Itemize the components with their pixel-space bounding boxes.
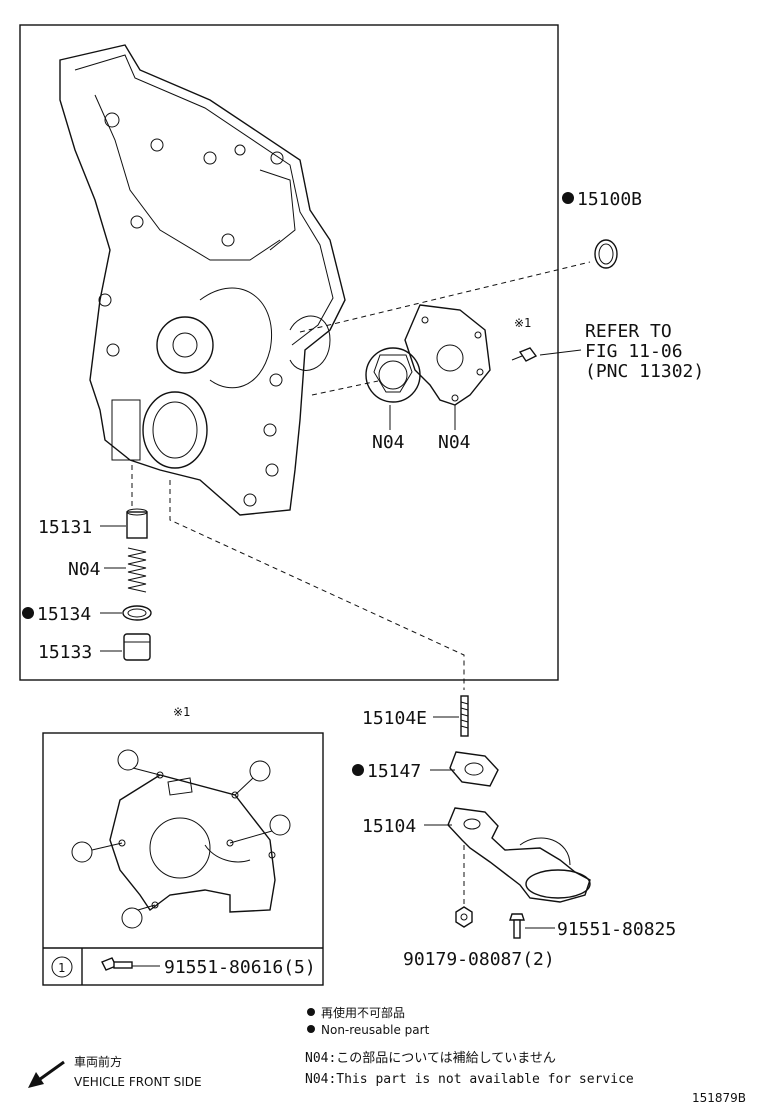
legend-bullet-jp (307, 1008, 315, 1016)
label-15104: 15104 (362, 816, 416, 837)
label-15147: 15147 (367, 761, 421, 782)
legend-nonreusable-en: Non-reusable part (321, 1023, 430, 1037)
bolt-91551-80825 (509, 913, 525, 939)
plug-15133 (123, 633, 151, 661)
legend-front-jp: 車両前方 (74, 1054, 122, 1069)
legend-n04-en: N04:This part is not available for servi… (305, 1072, 634, 1087)
label-n04-b: N04 (438, 432, 471, 453)
legend-bullet-en (307, 1025, 315, 1033)
oil-pump-rotor (365, 347, 421, 403)
label-refer-3: (PNC 11302) (585, 361, 704, 382)
label-ref-mark-inset: ※1 (173, 705, 190, 719)
inset-callouts (51, 749, 291, 978)
label-refer-1: REFER TO (585, 321, 672, 342)
label-15131: 15131 (38, 517, 92, 538)
label-ref-mark-top: ※1 (514, 316, 531, 330)
label-refer-2: FIG 11-06 (585, 341, 683, 362)
figure-id: 151879B (692, 1091, 746, 1105)
alignment-line-oring (299, 261, 591, 333)
alignment-line-strainer (169, 480, 465, 690)
label-15104e: 15104E (362, 708, 427, 729)
label-15100b: 15100B (577, 189, 642, 210)
label-n04-c: N04 (68, 559, 101, 580)
vehicle-front-arrow-icon (28, 1060, 65, 1088)
o-ring-15100b (594, 239, 618, 269)
main-frame (19, 24, 559, 681)
inset-pump-cover (109, 771, 276, 913)
pump-cover-bolt (511, 347, 538, 362)
label-91551-80616: 91551-80616(5) (164, 957, 316, 978)
inset-frame (42, 732, 324, 986)
label-inset-callout: 1 (58, 961, 65, 975)
legend-front-en: VEHICLE FRONT SIDE (74, 1075, 202, 1089)
stud-15104e (460, 695, 469, 737)
alignment-line-rotor (311, 380, 379, 396)
legend-nonreusable-jp: 再使用不可部品 (321, 1005, 405, 1020)
spring-n04 (127, 547, 147, 593)
label-90179-08087: 90179-08087(2) (403, 949, 555, 970)
bullet-15147 (352, 764, 364, 776)
oil-pump-cover (404, 304, 491, 406)
oil-strainer-15104 (447, 807, 591, 903)
leader-refer (539, 349, 582, 356)
inset-bolt-icon (101, 957, 133, 971)
label-n04-a: N04 (372, 432, 405, 453)
gasket-15134 (122, 605, 152, 621)
relief-valve-15131 (126, 508, 148, 539)
timing-cover (59, 44, 346, 516)
legend-n04-jp: N04:この部品については補給していません (305, 1051, 556, 1066)
label-15134: 15134 (37, 604, 91, 625)
label-91551-80825: 91551-80825 (557, 919, 676, 940)
bullet-15100b (562, 192, 574, 204)
nut-90179 (455, 906, 473, 928)
bullet-15134 (22, 607, 34, 619)
label-15133: 15133 (38, 642, 92, 663)
gasket-15147 (449, 751, 499, 787)
